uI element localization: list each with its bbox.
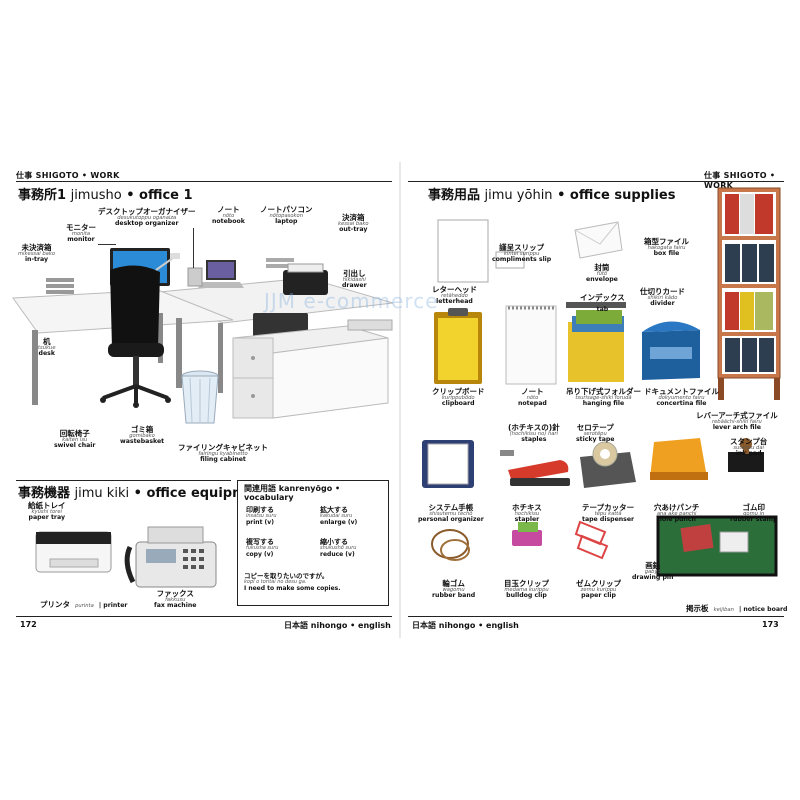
left-header-rule [16,181,392,182]
office-title-romaji: jimusho [70,188,122,203]
office-title-jp: 事務所1 [18,188,67,203]
vocabulary-title: 関連用語 kanrenyōgo • vocabulary [244,484,341,502]
vocabulary-box: 関連用語 kanrenyōgo • vocabulary 印刷する insats… [237,480,389,606]
vocab-item-reduce: 縮小する shukushō suru reduce (v) [320,538,357,558]
vocab-item-print: 印刷する insatsu suru print (v) [246,506,277,526]
office-title-en: • office 1 [126,188,193,203]
left-page: 仕事 SHIGOTO • WORK 事務所1 jimusho • office … [8,162,400,638]
label-sticky-tape: セロテープ serotēpu sticky tape [576,423,615,444]
language-left: 日本語 nihongo • english [284,621,391,630]
vocab-item-enlarge: 拡大する kakudai suru enlarge (v) [320,506,358,526]
label-divider: 仕切りカード shikiri kādo divider [640,287,685,308]
label-lever-arch-file: レバーアーチ式ファイル rebāāchi-shiki fairu lever a… [696,411,778,432]
label-swivel-chair: 回転椅子 kaiten isu swivel chair [54,429,96,450]
label-monitor: モニター monita monitor [66,223,96,244]
right-footer-rule [408,616,784,617]
label-notebook: ノート nōto notebook [212,205,245,226]
label-paper-clip: ゼムクリップ zemu kurippu paper clip [576,579,621,600]
label-desktop-organizer: デスクトップオーガナイザー desukutoppu oganaiza deskt… [98,207,196,228]
label-box-file: 箱型ファイル hakogata fairu box file [644,237,689,258]
book-spread: 仕事 SHIGOTO • WORK 事務所1 jimusho • office … [8,162,792,638]
label-notepad: ノート nōto notepad [518,387,547,408]
label-envelope: 封筒 fūtō envelope [586,263,618,284]
label-hanging-file: 吊り下げ式フォルダー tsurisage-shiki forudā hangin… [566,387,641,408]
label-out-tray: 決済箱 kessai bako out-tray [338,213,369,234]
label-compliments-slip: 謹呈スリップ kintei surippu compliments slip [492,243,552,264]
label-ink-pad: スタンプ台 sutanpu dai ink pad [730,437,768,458]
label-bulldog-clip: 目玉クリップ medama kurippu bulldog clip [504,579,549,600]
right-page: 仕事 SHIGOTO • WORK 事務用品 jimu yōhin • offi… [400,162,792,638]
label-wastebasket: ゴミ箱 gomibako wastebasket [120,425,165,446]
label-paper-tray: 給紙トレイ kyūshi torei paper tray [28,501,66,522]
label-rubber-stamp: ゴム印 gomu in rubber stamp [730,503,778,524]
label-hole-punch: 穴あけパンチ ana ake panchi hole punch [654,503,700,524]
watermark: JJM e-commerce [264,289,439,313]
language-right: 日本語 nihongo • english [412,621,519,630]
supplies-illustration [422,187,781,577]
equipment-illustration [35,526,217,588]
label-filing-cabinet: ファイリングキャビネット fairingu kyabinetto filing … [178,443,268,464]
label-clipboard: クリップボード kurippubōdo clipboard [432,387,485,408]
office-illustration [12,248,394,424]
label-personal-organizer: システム手帳 shisutemu techō personal organize… [418,503,484,524]
leader-organizer [193,228,194,268]
label-concertina-file: ドキュメントファイル dokyumento fairu concertina f… [644,387,719,408]
label-rubber-band: 輪ゴム wagomu rubber band [432,579,476,600]
label-fax-machine: ファックス fakkusu fax machine [154,589,197,610]
equipment-title: 事務機器 jimu kiki • office equipment [18,486,270,501]
right-header: 仕事 SHIGOTO • WORK [704,171,776,190]
label-desk: 机 tsukue desk [38,337,56,358]
label-in-tray: 未決済箱 mikessai bako in-tray [18,243,56,264]
left-header: 仕事 SHIGOTO • WORK [16,171,120,180]
label-laptop: ノートパソコン nōtopasokon laptop [260,205,313,226]
right-header-rule [408,181,784,182]
leader-monitor [98,244,116,245]
label-letterhead: レターヘッド retāheddo letterhead [432,285,477,306]
label-stapler: ホチキス hochikisu stapler [512,503,542,524]
vocab-sentence: コピーを取りたいのですが。 kopī o toritai no desu ga.… [244,572,341,592]
office-title: 事務所1 jimusho • office 1 [18,184,193,203]
label-staples: (ホチキスの)針 (hochikisu no) hari staples [508,423,560,444]
page-number-right: 173 [762,620,779,629]
label-drawing-pin: 画鋲 gabyō drawing pin [632,561,674,582]
label-printer: プリンタ purinta | printer [40,600,128,609]
label-tab: インデックス indekkusu tab [580,293,625,314]
equipment-rule [16,480,231,481]
left-footer-rule [16,616,392,617]
vocab-item-copy: 複写する fukusha suru copy (v) [246,538,279,558]
label-drawer: 引出し hikidashi drawer [342,269,367,290]
label-notice-board: 掲示板 keijiban | notice board [686,604,788,613]
book-spine [399,162,401,638]
label-tape-dispenser: テープカッター tēpu kattā tape dispenser [582,503,635,524]
page-number-left: 172 [20,620,37,629]
supplies-title: 事務用品 jimu yōhin • office supplies [428,188,676,203]
